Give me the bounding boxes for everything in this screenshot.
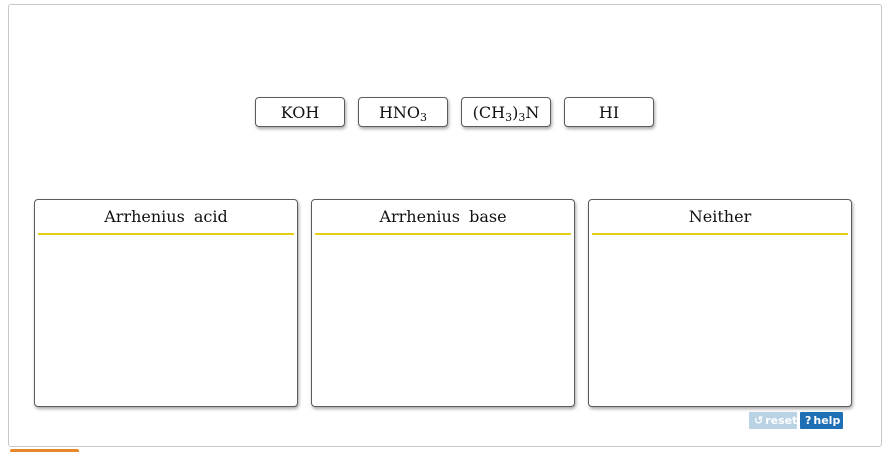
chip-hi[interactable]: HI: [564, 97, 654, 127]
bin-neither[interactable]: Neither: [588, 199, 852, 407]
reset-button-label: reset: [765, 414, 798, 427]
bin-arrhenius-base[interactable]: Arrhenius base: [311, 199, 575, 407]
question-icon: ?: [805, 414, 812, 427]
bin-arrhenius-acid-title: Arrhenius acid: [38, 200, 294, 235]
help-button-label: help: [813, 414, 841, 427]
chip-hi-label: HI: [598, 102, 620, 122]
controls: ↺ reset ? help: [749, 412, 843, 429]
bin-arrhenius-base-title: Arrhenius base: [315, 200, 571, 235]
help-button[interactable]: ? help: [800, 412, 843, 429]
bin-arrhenius-base-dropzone[interactable]: [315, 238, 571, 403]
chip-koh[interactable]: KOH: [255, 97, 345, 127]
chip-koh-label: KOH: [280, 102, 320, 122]
page-tab-indicator: [10, 449, 79, 452]
refresh-icon: ↺: [754, 414, 764, 427]
bin-neither-title: Neither: [592, 200, 848, 235]
bin-arrhenius-acid[interactable]: Arrhenius acid: [34, 199, 298, 407]
bin-neither-dropzone[interactable]: [592, 238, 848, 403]
bin-arrhenius-acid-dropzone[interactable]: [38, 238, 294, 403]
reset-button[interactable]: ↺ reset: [749, 412, 797, 429]
